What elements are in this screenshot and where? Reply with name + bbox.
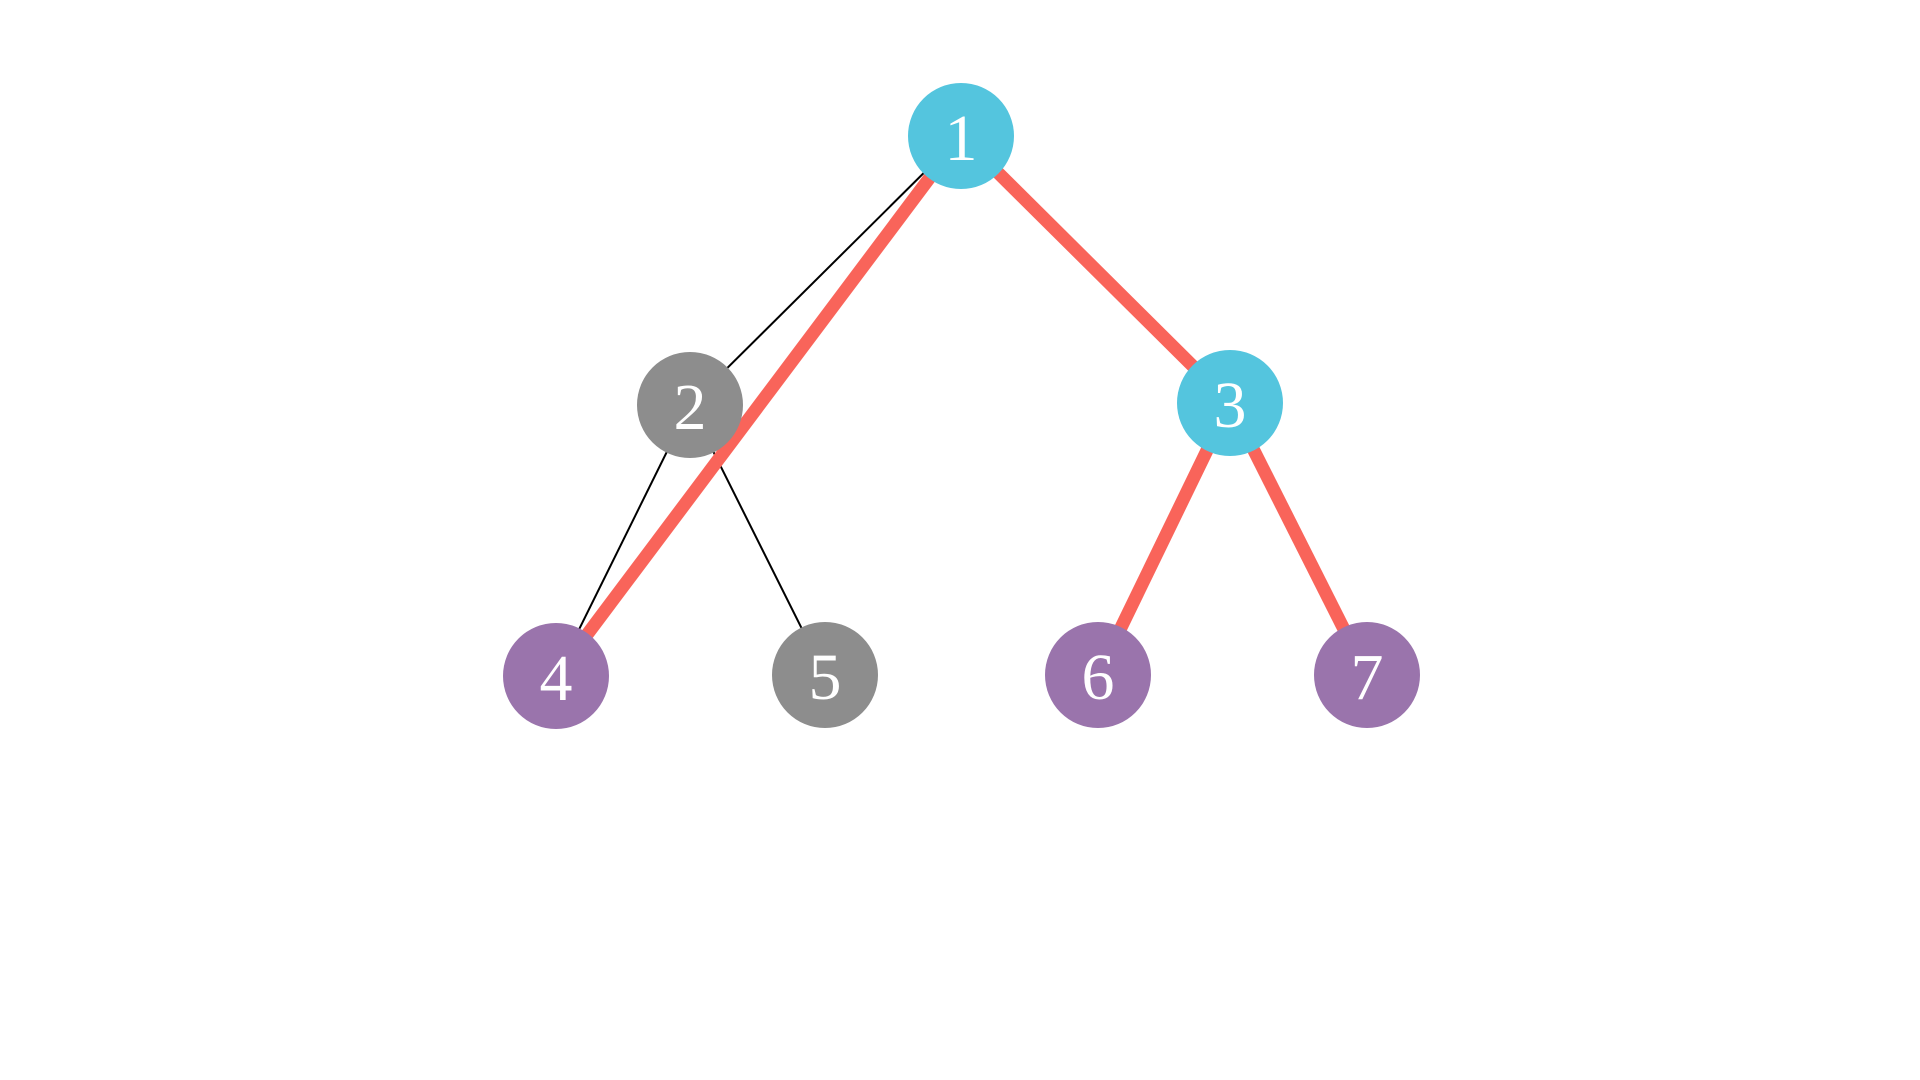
node-3-circle (1177, 350, 1283, 456)
edge-1-2 (689, 135, 962, 406)
node-6-label: 6 (1082, 641, 1115, 714)
node-2: 2 (637, 352, 743, 458)
node-7: 7 (1314, 622, 1420, 728)
node-4-circle (503, 623, 609, 729)
node-4-label: 4 (540, 642, 573, 715)
node-2-label: 2 (674, 371, 707, 444)
node-6-circle (1045, 622, 1151, 728)
node-7-circle (1314, 622, 1420, 728)
node-3-label: 3 (1214, 369, 1247, 442)
node-7-label: 7 (1351, 641, 1384, 714)
node-layer: 1 2 3 4 5 6 7 (503, 83, 1420, 729)
node-1: 1 (908, 83, 1014, 189)
node-5-circle (772, 622, 878, 728)
node-1-circle (908, 83, 1014, 189)
node-5: 5 (772, 622, 878, 728)
edge-1-4-highlighted (550, 132, 967, 680)
node-6: 6 (1045, 622, 1151, 728)
node-5-label: 5 (809, 641, 842, 714)
node-4: 4 (503, 623, 609, 729)
node-2-circle (637, 352, 743, 458)
node-3: 3 (1177, 350, 1283, 456)
node-1-label: 1 (945, 102, 978, 175)
edge-1-3-highlighted (956, 131, 1235, 408)
